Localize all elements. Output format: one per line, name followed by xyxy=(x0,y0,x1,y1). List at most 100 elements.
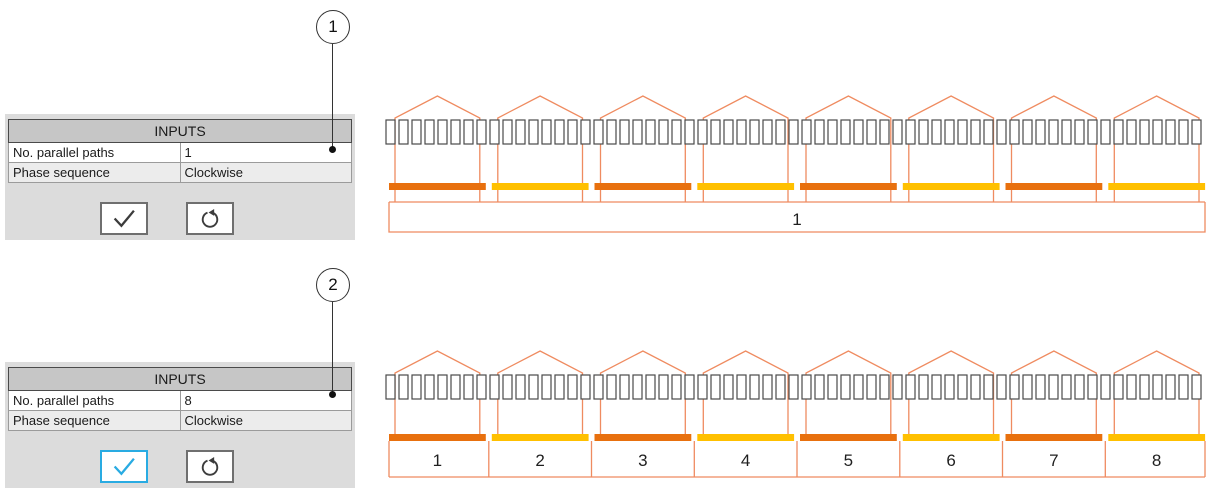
parallel-paths-value[interactable]: 1 xyxy=(179,142,352,163)
callout-line xyxy=(332,44,333,147)
coil-outline xyxy=(908,95,995,202)
confirm-button[interactable] xyxy=(100,202,148,235)
path-label: 1 xyxy=(792,210,801,229)
slot xyxy=(736,119,747,145)
slot xyxy=(723,119,734,145)
slot xyxy=(1009,374,1020,400)
coil-outline xyxy=(1010,95,1097,202)
reset-button[interactable] xyxy=(186,450,234,483)
phase-sequence-value[interactable]: Clockwise xyxy=(179,162,352,183)
slot xyxy=(892,119,903,145)
winding-bar-segment xyxy=(594,434,692,441)
slot xyxy=(567,119,578,145)
slot xyxy=(1113,119,1124,145)
winding-bar-segment xyxy=(1108,434,1206,441)
slot xyxy=(1048,374,1059,400)
table-row: Phase sequence Clockwise xyxy=(8,410,352,431)
slot xyxy=(1165,119,1176,145)
winding-bar-segment xyxy=(594,183,692,190)
row-label-phase-sequence: Phase sequence xyxy=(8,410,181,431)
reset-button[interactable] xyxy=(186,202,234,235)
parallel-paths-value[interactable]: 8 xyxy=(179,390,352,411)
slot xyxy=(983,119,994,145)
slot xyxy=(1074,119,1085,145)
slot xyxy=(528,374,539,400)
slot xyxy=(671,374,682,400)
slot xyxy=(996,374,1007,400)
slot xyxy=(658,374,669,400)
slot xyxy=(1009,119,1020,145)
slot xyxy=(1165,374,1176,400)
inputs-table: INPUTS No. parallel paths 1 Phase sequen… xyxy=(8,119,352,183)
slot xyxy=(905,119,916,145)
rotate-ccw-icon xyxy=(201,209,219,228)
slot xyxy=(476,374,487,400)
slot xyxy=(970,119,981,145)
slot xyxy=(463,374,474,400)
path-label: 2 xyxy=(535,451,544,470)
table-row: No. parallel paths 8 xyxy=(8,390,352,411)
slot xyxy=(710,119,721,145)
callout-marker-2: 2 xyxy=(316,268,350,302)
slot xyxy=(554,119,565,145)
slot xyxy=(658,119,669,145)
slot xyxy=(814,119,825,145)
slot xyxy=(762,374,773,400)
slot xyxy=(1087,119,1098,145)
slot xyxy=(879,119,890,145)
callout-line xyxy=(332,302,333,394)
winding-bar-segment xyxy=(902,434,1000,441)
path-bus xyxy=(388,202,1206,233)
slot xyxy=(398,374,409,400)
slot xyxy=(463,119,474,145)
slot xyxy=(528,119,539,145)
slot xyxy=(1022,119,1033,145)
slot xyxy=(840,374,851,400)
slot xyxy=(931,374,942,400)
slot xyxy=(970,374,981,400)
table-row: No. parallel paths 1 xyxy=(8,142,352,163)
slot xyxy=(424,119,435,145)
slot xyxy=(632,119,643,145)
slot xyxy=(1152,374,1163,400)
winding-bar-segment xyxy=(491,434,589,441)
slot xyxy=(775,119,786,145)
slot xyxy=(827,119,838,145)
slot xyxy=(944,374,955,400)
slot xyxy=(749,374,760,400)
slot xyxy=(424,374,435,400)
phase-sequence-value[interactable]: Clockwise xyxy=(179,410,352,431)
slot xyxy=(684,374,695,400)
slot xyxy=(1061,119,1072,145)
confirm-button[interactable] xyxy=(100,450,148,483)
slot xyxy=(411,374,422,400)
slot xyxy=(931,119,942,145)
slot xyxy=(632,374,643,400)
check-icon xyxy=(113,457,135,476)
slot xyxy=(541,374,552,400)
winding-bar-segment xyxy=(902,183,1000,190)
slot xyxy=(645,119,656,145)
slot xyxy=(593,374,604,400)
slot xyxy=(619,374,630,400)
slot xyxy=(775,374,786,400)
slot xyxy=(398,119,409,145)
slot xyxy=(1061,374,1072,400)
slot xyxy=(892,374,903,400)
path-label: 3 xyxy=(638,451,647,470)
slot xyxy=(567,374,578,400)
inputs-title: INPUTS xyxy=(8,367,352,391)
path-label: 4 xyxy=(741,451,750,470)
slot xyxy=(1178,374,1189,400)
slot xyxy=(684,119,695,145)
coil-outline xyxy=(805,95,892,202)
slot xyxy=(580,374,591,400)
slot xyxy=(879,374,890,400)
winding-bar-segment xyxy=(1108,183,1206,190)
path-label: 1 xyxy=(433,451,442,470)
coil-outline xyxy=(497,95,584,202)
coil-outline xyxy=(1113,95,1200,202)
slot xyxy=(1113,374,1124,400)
slot xyxy=(593,119,604,145)
